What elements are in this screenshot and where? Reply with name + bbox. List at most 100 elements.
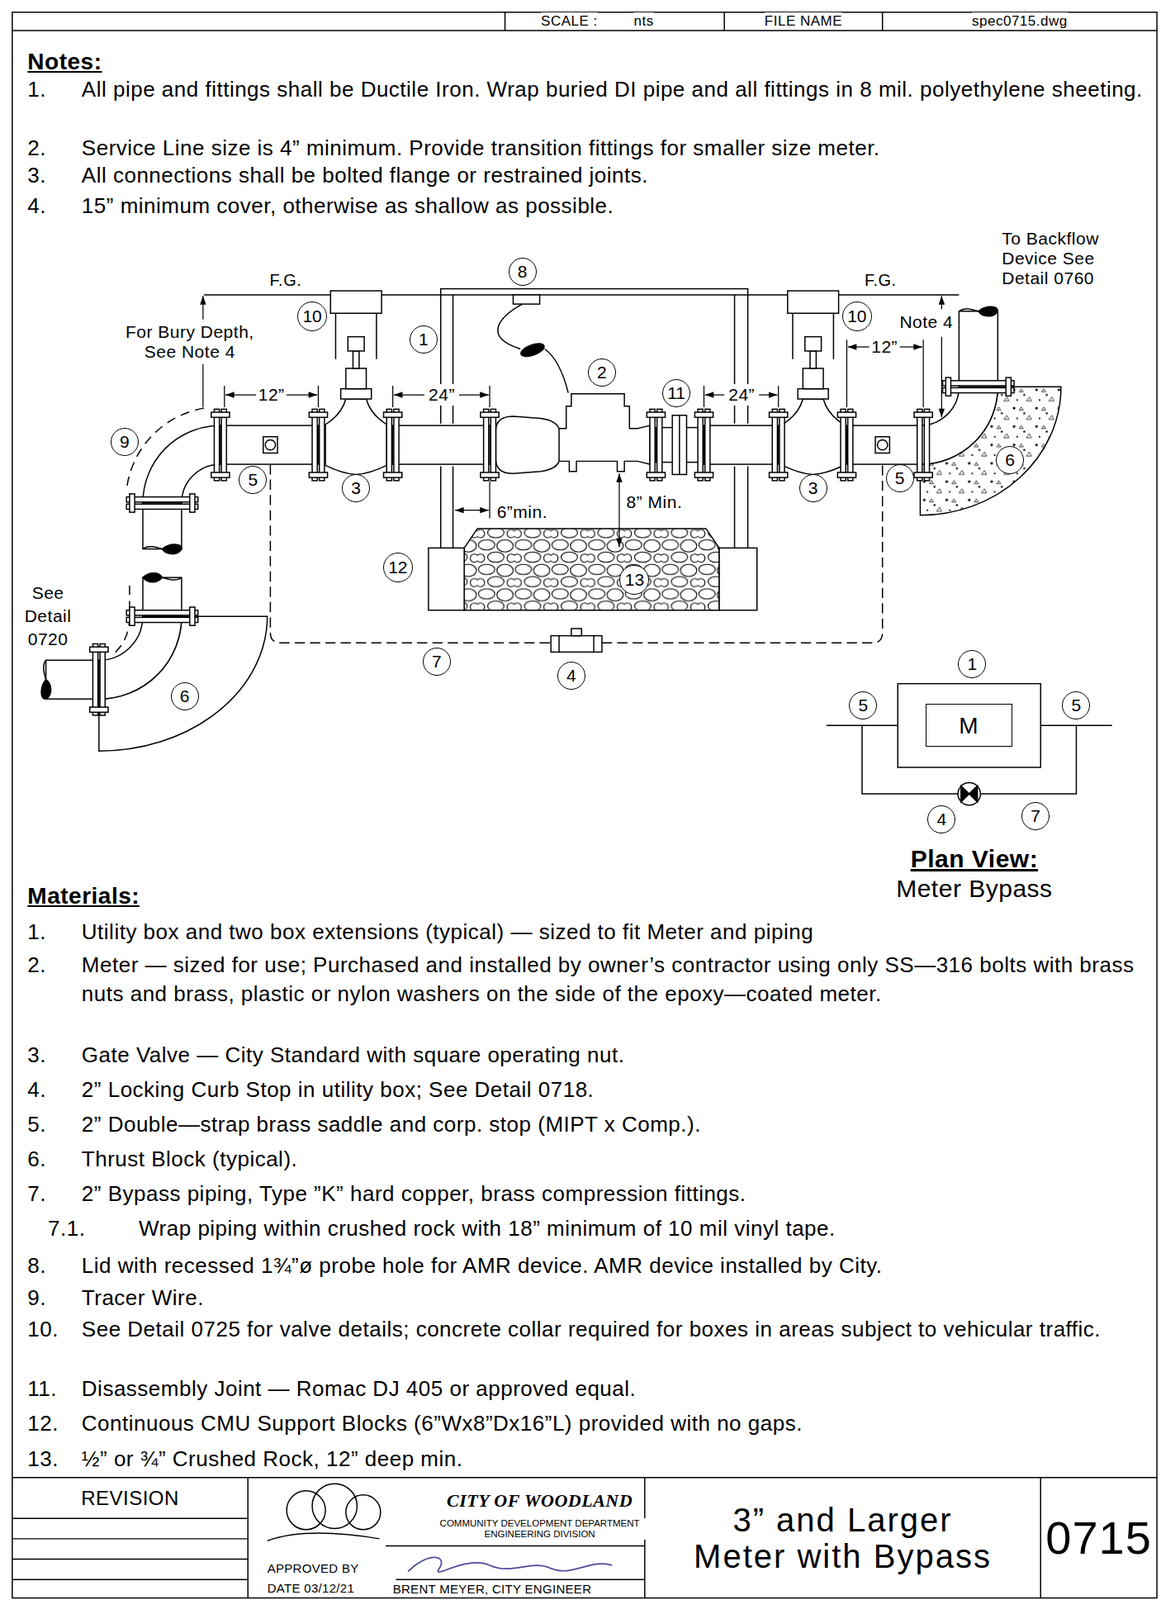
item-number: 10. (27, 1314, 59, 1344)
cell-text: DATE 03/12/21 (267, 1579, 355, 1596)
callout-number: 4 (566, 664, 577, 687)
item-number: 4. (27, 1075, 47, 1105)
item-number: 12. (27, 1408, 59, 1438)
note-text: 15” minimum cover, otherwise as shallow … (81, 191, 614, 221)
callout-number: 12 (388, 556, 408, 579)
ground-and-box (203, 289, 959, 549)
gate-valve (782, 290, 844, 474)
callout-circle: 5 (1061, 691, 1090, 720)
header-cell: SCALE :nts (505, 12, 726, 31)
material-text: Wrap piping within crushed rock with 18”… (138, 1213, 836, 1243)
callout-number: 5 (248, 469, 259, 491)
callout-number: 3 (808, 477, 819, 499)
title-cell: 3” and Larger Meter with Bypass (644, 1477, 1041, 1598)
section-heading: Materials: (27, 881, 140, 910)
material-text: Continuous CMU Support Blocks (6”Wx8”Dx1… (81, 1408, 803, 1438)
signature (407, 1556, 612, 1572)
grade-label: F.G. (864, 270, 897, 291)
callout-circle: 6 (995, 445, 1024, 474)
cell-text: FILE NAME (764, 12, 843, 30)
grade-label: F.G. (270, 270, 303, 291)
item-number: 13. (27, 1444, 59, 1474)
item-number: 11. (27, 1374, 57, 1403)
item-number: 3. (27, 161, 47, 190)
drawing-title: 3” and Larger Meter with Bypass (687, 1501, 998, 1574)
callout-circle: 8 (508, 257, 537, 286)
cell-text: CITY OF WOODLAND (446, 1488, 633, 1512)
callout-circle: 10 (842, 301, 872, 332)
callout-circle: 5 (238, 465, 267, 494)
material-text: Meter — sized for use; Purchased and ins… (81, 950, 1148, 1009)
callout-circle: 5 (848, 691, 877, 720)
plan-view (826, 683, 1113, 806)
annotation-label: Note 4 (899, 311, 953, 333)
cell-text: spec0715.dwg (971, 12, 1068, 30)
cell-text: nts (633, 12, 654, 30)
callout-circle: 4 (927, 805, 956, 834)
dimension-label: 24” (428, 383, 455, 406)
note-text: All pipe and fittings shall be Ductile I… (81, 75, 1148, 105)
amr-device (497, 303, 569, 393)
callout-circle: 13 (619, 564, 650, 595)
note-text: All connections shall be bolted flange o… (81, 161, 649, 190)
callout-number: 11 (667, 382, 686, 404)
material-text: See Detail 0725 for valve details; concr… (81, 1314, 1148, 1344)
material-text: 2” Bypass piping, Type ”K” hard copper, … (81, 1179, 747, 1209)
pipe-runs (46, 311, 999, 699)
drawing-number-cell: 0715 (1040, 1477, 1157, 1598)
callout-circle: 4 (557, 661, 586, 690)
callout-circle: 12 (383, 552, 413, 583)
dimension-label: 12” (871, 336, 898, 358)
callout-number: 6 (180, 685, 190, 707)
callout-number: 1 (418, 328, 429, 351)
cell-text: REVISION (80, 1485, 180, 1511)
callout-circle: 7 (1021, 801, 1050, 830)
material-text: Thrust Block (typical). (81, 1144, 298, 1174)
disassembly-joint (672, 415, 687, 475)
callout-number: 2 (597, 361, 607, 384)
callout-number: 5 (857, 694, 868, 716)
callout-number: 3 (350, 477, 361, 499)
cell-text: APPROVED BY (267, 1559, 360, 1576)
callout-circle: 9 (110, 427, 139, 456)
callout-number: 5 (895, 467, 906, 489)
note-text: Service Line size is 4” minimum. Provide… (81, 133, 881, 163)
water-meter (495, 393, 650, 474)
callout-number: 13 (625, 568, 645, 591)
dimension-label: 6”min. (497, 501, 548, 523)
dimension-label: 8” Min. (626, 491, 683, 513)
item-number: 8. (27, 1251, 47, 1280)
revision-cell: REVISION (12, 1477, 248, 1518)
material-text: Gate Valve — City Standard with square o… (81, 1040, 626, 1070)
callout-number: 10 (847, 305, 867, 327)
header-cell: spec0715.dwg (882, 12, 1157, 31)
drawing-number: 0715 (1045, 1508, 1152, 1567)
sheet-frame (12, 12, 1157, 1598)
pipe-breaks (41, 306, 998, 699)
material-text: Utility box and two box extensions (typi… (81, 917, 814, 947)
material-text: Lid with recessed 1¾”ø probe hole for AM… (81, 1251, 883, 1280)
callout-circle: 5 (886, 464, 915, 493)
item-number: 7. (27, 1179, 47, 1209)
item-number: 2. (27, 133, 47, 163)
section-heading: Notes: (27, 47, 102, 76)
callout-number: 6 (1004, 449, 1015, 471)
item-number: 9. (27, 1283, 47, 1313)
callout-number: 10 (302, 305, 322, 327)
annotation-label: To Backflow Device See Detail 0760 (1001, 228, 1112, 289)
material-text: Disassembly Joint — Romac DJ 405 or appr… (81, 1374, 636, 1403)
gate-valve (325, 290, 387, 474)
item-number: 4. (27, 191, 47, 221)
material-text: 2” Locking Curb Stop in utility box; See… (81, 1075, 595, 1105)
callout-number: 8 (517, 260, 528, 283)
callout-number: 7 (431, 650, 442, 673)
item-number: 5. (27, 1109, 47, 1139)
view-title: Plan View: (910, 843, 1039, 875)
tracer-wire (112, 407, 204, 655)
callout-circle: 2 (587, 358, 617, 387)
material-text: Tracer Wire. (81, 1283, 204, 1313)
header-cell: FILE NAME (724, 12, 883, 31)
view-subtitle: Meter Bypass (895, 872, 1053, 905)
annotation-label: See Detail 0720 (16, 581, 81, 651)
